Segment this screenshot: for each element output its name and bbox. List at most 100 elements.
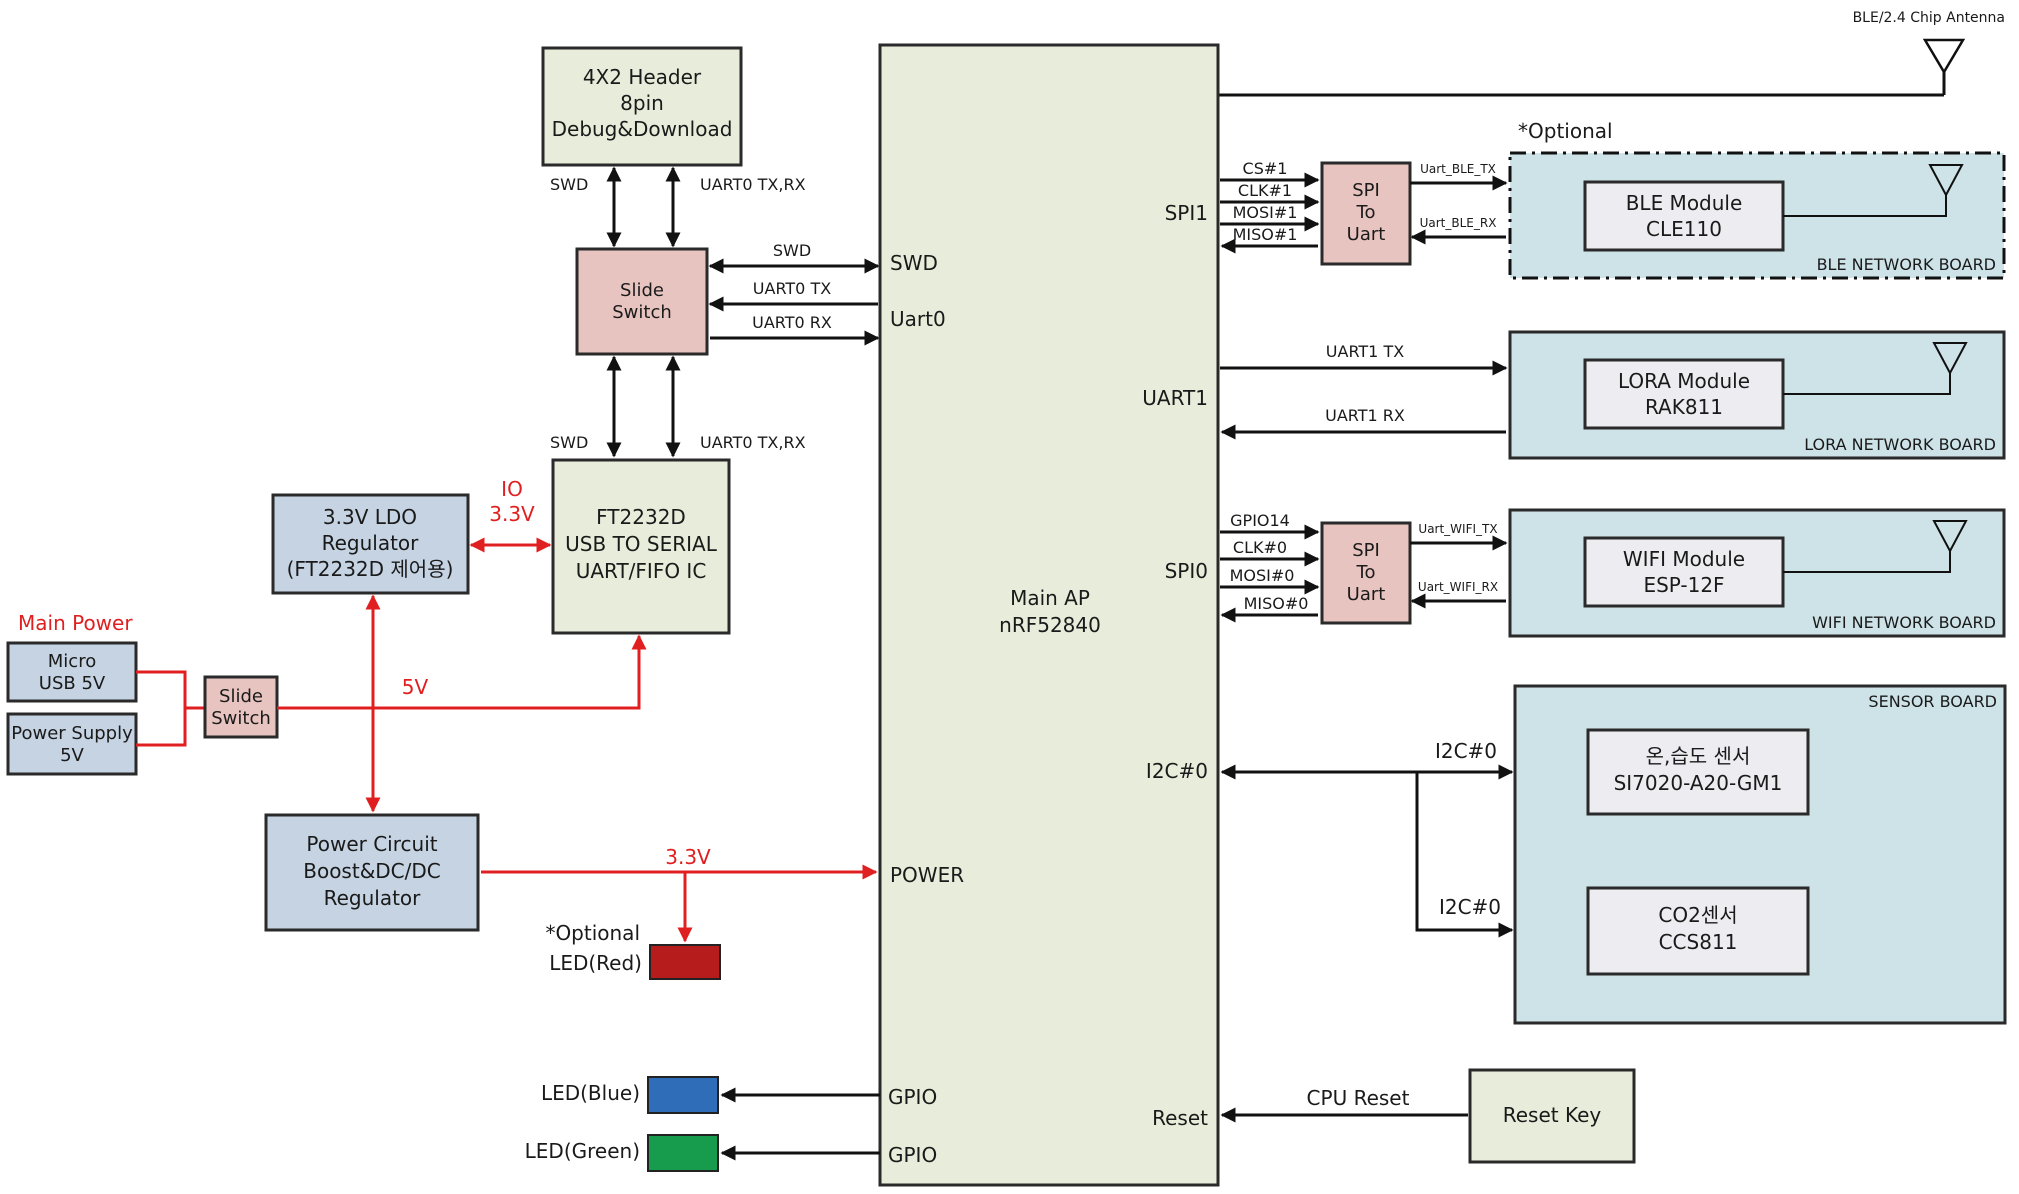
wifi-board-title: WIFI NETWORK BOARD: [1812, 613, 1996, 632]
sensor-th-line2: SI7020-A20-GM1: [1614, 771, 1783, 795]
spi0-mosi-label: MOSI#0: [1230, 566, 1295, 585]
ft2232-line2: USB TO SERIAL: [565, 532, 718, 556]
micro-usb-block: [6, 641, 138, 703]
ft2232-block: [551, 458, 731, 635]
power-circuit-line1: Power Circuit: [306, 832, 437, 856]
lora-module-line1: LORA Module: [1618, 369, 1750, 393]
header-line1: 4X2 Header: [583, 65, 702, 89]
led-green: [647, 1134, 719, 1172]
swd-upper-label: SWD: [550, 175, 588, 194]
pin-uart0: Uart0: [890, 307, 946, 331]
header-line3: Debug&Download: [552, 117, 733, 141]
lora-antenna-icon: [1783, 342, 1968, 395]
ldo-line1: 3.3V LDO: [323, 505, 417, 529]
spi-uart-0-line1: SPI: [1352, 540, 1380, 561]
ble-module-line2: CLE110: [1646, 217, 1722, 241]
ble-antenna-icon: [1783, 164, 1964, 217]
ble-module-line1: BLE Module: [1626, 191, 1743, 215]
led-green-label: LED(Green): [525, 1139, 640, 1163]
spi-uart-1-line2: To: [1356, 202, 1376, 223]
ble-board-title: BLE NETWORK BOARD: [1817, 255, 1996, 274]
ldo-block: [271, 493, 470, 595]
ldo-line3: (FT2232D 제어용): [287, 557, 454, 581]
wifi-module: [1583, 536, 1785, 608]
spi1-mosi-label: MOSI#1: [1233, 203, 1298, 222]
cpu-reset-label: CPU Reset: [1307, 1086, 1410, 1110]
uart0-tx-label: UART0 TX: [753, 279, 831, 298]
sensor-co2-line2: CCS811: [1659, 930, 1738, 954]
spi-uart-0-line3: Uart: [1347, 584, 1386, 605]
swd-lower-label: SWD: [550, 433, 588, 452]
uart1-rx-label: UART1 RX: [1325, 406, 1405, 425]
sensor-co2-line1: CO2센서: [1658, 903, 1737, 927]
pin-uart1: UART1: [1142, 386, 1208, 410]
power-supply-block: [6, 712, 138, 776]
pin-power: POWER: [890, 863, 964, 887]
lora-module: [1583, 358, 1785, 430]
slide-switch-top-line1: Slide: [620, 280, 664, 301]
slide-switch-power-line1: Slide: [219, 686, 263, 707]
pin-spi1: SPI1: [1165, 201, 1208, 225]
ble-module: [1583, 180, 1785, 252]
power-supply-line2: 5V: [60, 745, 84, 766]
spi-uart-1-line3: Uart: [1347, 224, 1386, 245]
header-line2: 8pin: [620, 91, 664, 115]
main-ap-block: [878, 43, 1220, 1187]
sensor-board-title: SENSOR BOARD: [1868, 692, 1997, 711]
wifi-module-line1: WIFI Module: [1623, 547, 1745, 571]
chip-antenna-icon: [1922, 38, 1966, 95]
spi0-clk-label: CLK#0: [1233, 538, 1287, 557]
ft2232-line3: UART/FIFO IC: [576, 559, 707, 583]
ft2232-line1: FT2232D: [596, 505, 686, 529]
usb-to-switch-wire: [136, 670, 187, 747]
spi1-miso-label: MISO#1: [1233, 225, 1298, 244]
i2c-a-label: I2C#0: [1435, 739, 1497, 763]
uart1-tx-label: UART1 TX: [1326, 342, 1404, 361]
pin-i2c0: I2C#0: [1146, 759, 1208, 783]
i2c-b-label: I2C#0: [1439, 895, 1501, 919]
wifi-tx-label: Uart_WIFI_TX: [1418, 522, 1497, 536]
swd-wire-label: SWD: [773, 241, 811, 260]
main-ap-title: Main AP: [1010, 586, 1090, 610]
main-power-label: Main Power: [18, 611, 133, 635]
pin-gpio-blue: GPIO: [888, 1085, 937, 1109]
micro-usb-line2: USB 5V: [39, 673, 106, 694]
spi-uart-0-line2: To: [1356, 562, 1376, 583]
spi-uart-1-line1: SPI: [1352, 180, 1380, 201]
power-circuit-block: [264, 813, 480, 932]
uart0-rx-label: UART0 RX: [752, 313, 832, 332]
pin-reset: Reset: [1152, 1106, 1208, 1130]
pin-swd: SWD: [890, 251, 938, 275]
spi-to-uart-0: [1320, 521, 1412, 625]
sensor-co2-module: [1586, 886, 1810, 976]
slide-switch-power-line2: Switch: [211, 708, 271, 729]
slide-switch-top-line2: Switch: [612, 302, 672, 323]
spi1-cs-label: CS#1: [1243, 159, 1288, 178]
power-circuit-line2: Boost&DC/DC: [303, 859, 441, 883]
power-circuit-line3: Regulator: [324, 886, 422, 910]
optional-top-label: *Optional: [1518, 119, 1613, 143]
lora-board-title: LORA NETWORK BOARD: [1804, 435, 1996, 454]
uart0-txrx-upper-label: UART0 TX,RX: [700, 175, 806, 194]
micro-usb-line1: Micro: [48, 651, 96, 672]
main-ap-chip: nRF52840: [999, 613, 1101, 637]
reset-key-label: Reset Key: [1503, 1103, 1602, 1127]
wifi-module-line2: ESP-12F: [1643, 573, 1724, 597]
io-label: IO: [501, 477, 523, 501]
spi0-gpio14-label: GPIO14: [1230, 511, 1290, 530]
spi-to-uart-1: [1320, 161, 1412, 266]
uart0-txrx-lower-label: UART0 TX,RX: [700, 433, 806, 452]
optional-led-label: *Optional: [545, 921, 640, 945]
5v-label: 5V: [402, 675, 429, 699]
pin-spi0: SPI0: [1165, 559, 1208, 583]
wifi-antenna-icon: [1783, 520, 1968, 573]
antenna-label: BLE/2.4 Chip Antenna: [1853, 10, 2005, 26]
spi1-clk-label: CLK#1: [1238, 181, 1292, 200]
slide-switch-top: [575, 247, 709, 356]
pin-gpio-green: GPIO: [888, 1143, 937, 1167]
ble-tx-label: Uart_BLE_TX: [1420, 162, 1496, 176]
i2c-branch-wire: [1415, 772, 1514, 938]
led-red-label: LED(Red): [549, 951, 642, 975]
ldo-line2: Regulator: [322, 531, 420, 555]
